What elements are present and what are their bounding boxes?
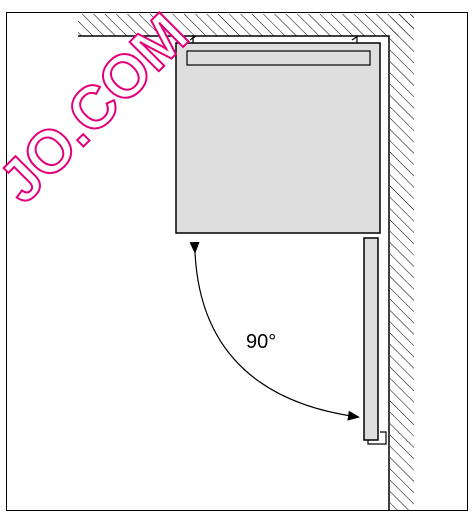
open-door — [363, 237, 379, 441]
left-spacer-bracket — [189, 35, 197, 43]
door-hinge-icon — [367, 431, 387, 445]
swing-arc-arrow — [189, 241, 360, 421]
top-wall-hatch — [78, 14, 414, 36]
cabinet-top-strip — [186, 50, 371, 66]
outer-frame — [6, 12, 468, 511]
right-wall-hatch — [390, 14, 414, 510]
wall-edge — [78, 35, 390, 510]
cabinet-body — [175, 42, 381, 234]
angle-label: 90° — [246, 331, 276, 353]
right-spacer-bracket — [351, 35, 359, 43]
